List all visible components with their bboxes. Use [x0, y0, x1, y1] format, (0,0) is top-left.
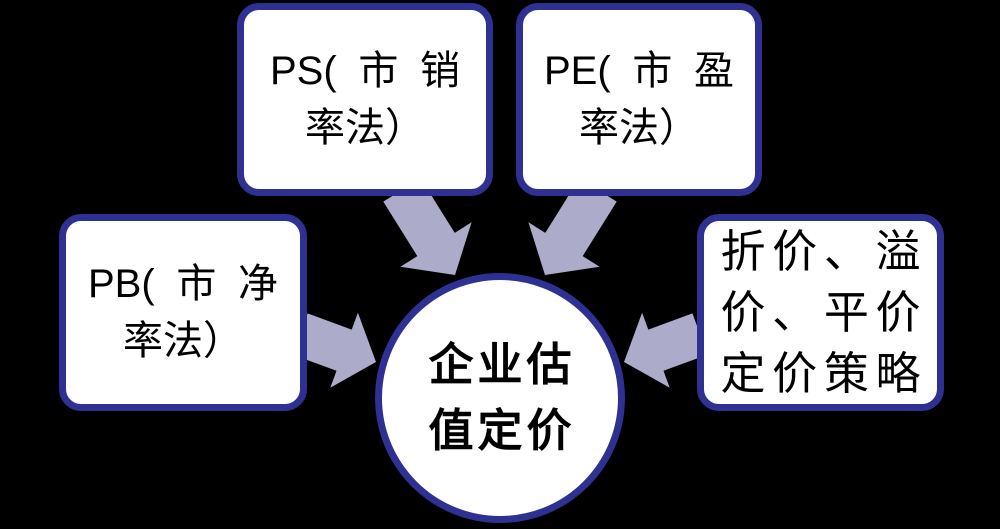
node-pricing-strategy: 折价、溢价、平价定价策略: [697, 214, 944, 411]
arrow-ps-to-center-icon: [383, 178, 472, 275]
arrow-pe-to-center-icon: [528, 178, 617, 275]
node-ps-label: PS(市销率法）: [270, 48, 460, 150]
node-pb-method: PB(市净率法）: [59, 214, 307, 411]
arrow-pricing-to-center-icon: [624, 312, 708, 388]
node-pe-method: PE(市盈率法）: [516, 3, 762, 196]
center-node-enterprise-valuation: 企业估值定价: [375, 273, 625, 523]
node-ps-method: PS(市销率法）: [237, 3, 493, 196]
node-pricing-label: 折价、溢价、平价定价策略: [720, 226, 921, 399]
center-node-label: 企业估值定价: [428, 339, 576, 456]
node-pb-label: PB(市净率法）: [88, 261, 278, 363]
node-pe-label: PE(市盈率法）: [544, 48, 734, 150]
arrow-pb-to-center-icon: [292, 312, 376, 388]
